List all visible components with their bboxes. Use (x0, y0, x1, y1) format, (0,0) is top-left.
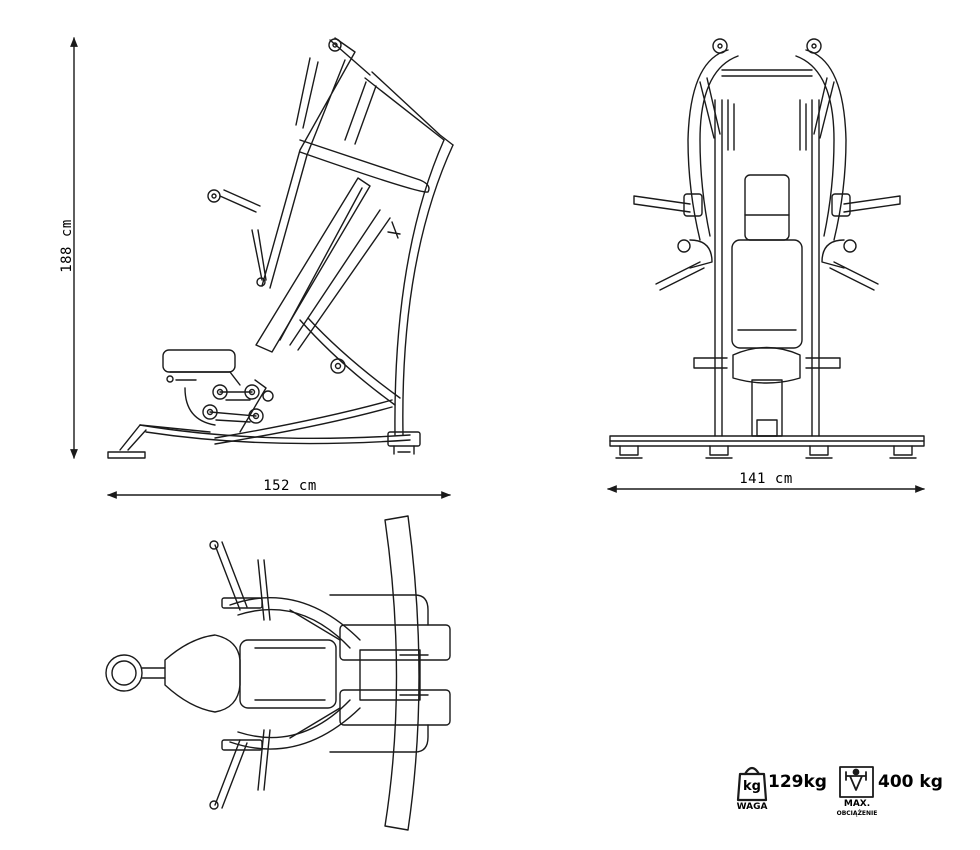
max-load-icon (839, 766, 874, 798)
side-depth-dimension-label: 152 cm (263, 478, 317, 494)
weight-caption: WAGA (736, 802, 768, 812)
top-view (105, 515, 451, 831)
weight-icon (736, 766, 768, 802)
front-width-dimension-label: 141 cm (739, 471, 793, 487)
front-view (609, 38, 925, 459)
weight-value: 129kg (768, 772, 827, 792)
weight-icon-text: kg (743, 779, 761, 794)
max-load-value: 400 kg (878, 772, 943, 792)
side-view (107, 37, 454, 459)
max-load-caption-line1: MAX. (843, 799, 871, 809)
height-dimension-label: 188 cm (59, 219, 75, 273)
max-load-caption-line2: OBCIĄŻENIE (836, 810, 878, 817)
